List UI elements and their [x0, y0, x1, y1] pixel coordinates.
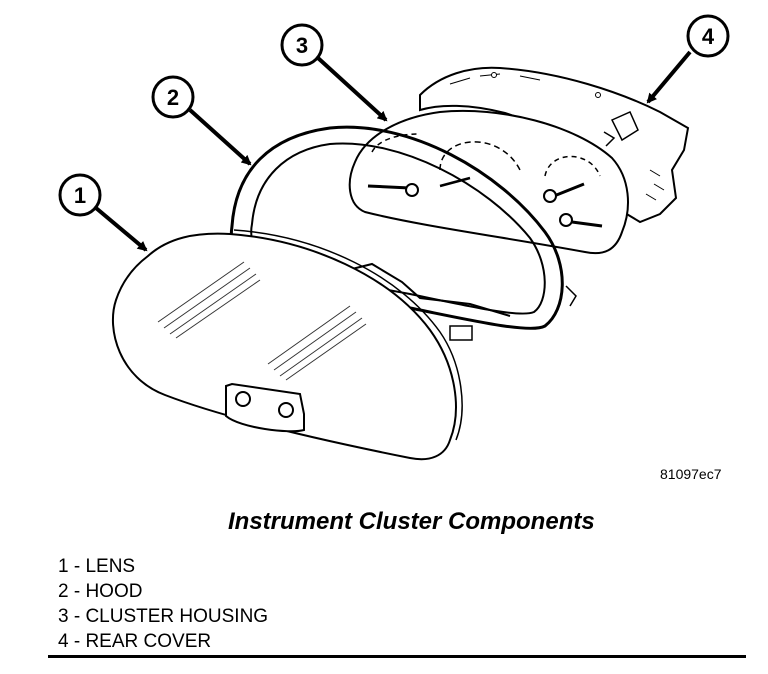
legend-item-lens: 1 - LENS: [58, 556, 136, 577]
callout-2-number: 2: [167, 85, 179, 110]
parts-legend: 1 - LENS 2 - HOOD 3 - CLUSTER HOUSING 4 …: [58, 554, 268, 654]
legend-item-hood: 2 - HOOD: [58, 581, 143, 602]
callout-arrow-1: [94, 206, 148, 252]
figure-caption: Instrument Cluster Components: [228, 508, 595, 535]
callout-3: 3: [280, 23, 324, 67]
callout-arrow-2: [188, 108, 252, 166]
callout-4-number: 4: [702, 24, 715, 49]
figure-reference-code: 81097ec7: [660, 466, 722, 482]
callout-arrow-3: [316, 56, 388, 122]
exploded-diagram: 1 2 3 4: [58, 14, 730, 461]
leader-arrows: [94, 50, 692, 252]
legend-item-cluster-housing: 3 - CLUSTER HOUSING: [58, 606, 269, 627]
callout-2: 2: [151, 75, 195, 119]
cluster-housing-part: [348, 109, 629, 255]
callout-3-number: 3: [296, 33, 308, 58]
callout-1-number: 1: [74, 183, 86, 208]
legend-item-rear-cover: 4 - REAR COVER: [58, 631, 212, 652]
bottom-divider: [48, 655, 746, 658]
callout-1: 1: [58, 173, 102, 217]
lens-part: [112, 229, 463, 461]
callout-arrow-4: [646, 50, 692, 104]
callout-4: 4: [686, 14, 730, 58]
